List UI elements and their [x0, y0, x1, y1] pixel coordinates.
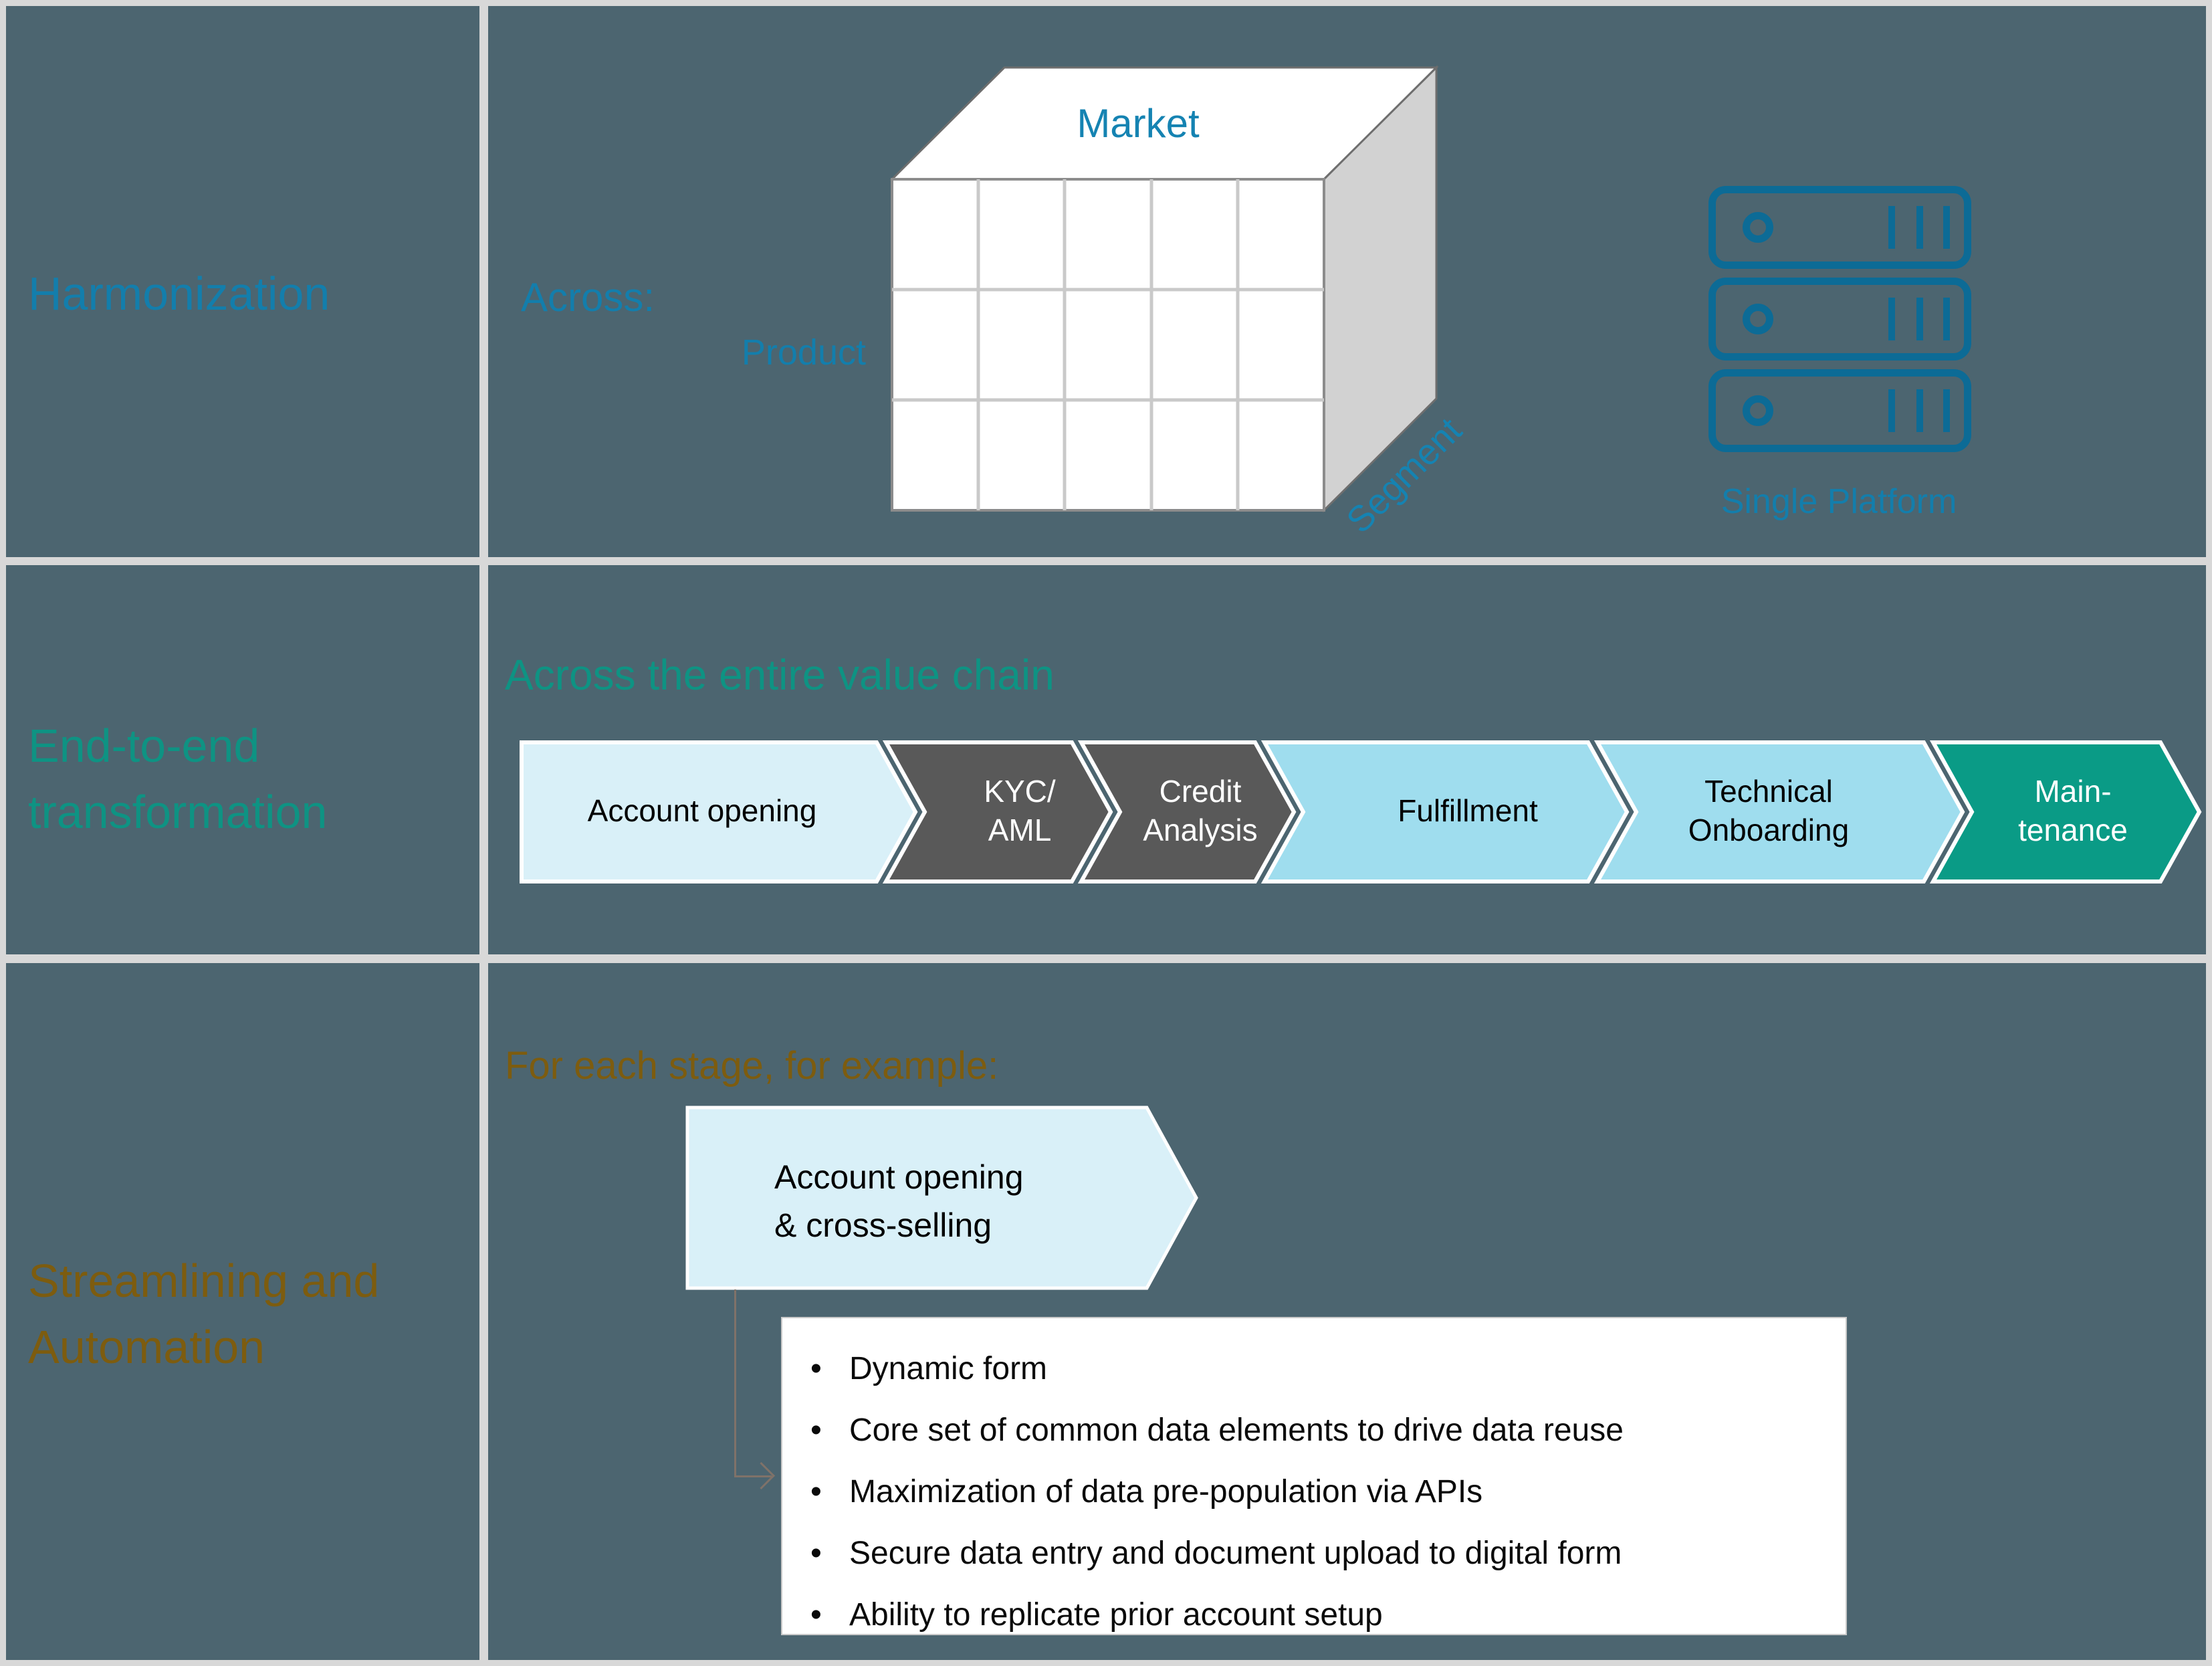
stage-label-technical-onboarding: Technical Onboarding — [1601, 742, 1936, 879]
stage-label-line: Account opening — [587, 793, 817, 828]
server-vent-line-icon — [1943, 298, 1950, 340]
value-chain-chevron-band — [520, 740, 2202, 883]
stage-label-credit-analysis: Credit Analysis — [1110, 742, 1291, 879]
example-stage-arrow-line: Account opening — [774, 1158, 1024, 1196]
stage-shape-fulfillment — [1260, 740, 1630, 883]
stage-label-line: tenance — [2018, 812, 2128, 847]
example-stage-arrow-line: & cross-selling — [774, 1207, 992, 1244]
table-border-right — [2206, 0, 2212, 1666]
server-vent-line-icon — [1916, 298, 1923, 340]
row-label-streamlining-automation: Streamlining and Automation — [28, 1255, 380, 1374]
table-border-bottom — [0, 1660, 2212, 1666]
stage-label-account-opening: Account opening — [522, 742, 883, 879]
list-item: Maximization of data pre-population via … — [782, 1473, 1846, 1511]
stage-label-line: KYC/ — [984, 773, 1056, 809]
value-chain-heading: Across the entire value chain — [505, 651, 1055, 699]
list-item: Ability to replicate prior account setup — [782, 1596, 1846, 1634]
server-unit-icon — [1708, 278, 1971, 360]
cube-axis-product-label: Product — [741, 332, 866, 373]
list-item-text: Dynamic form — [849, 1351, 1048, 1386]
stage-label-fulfillment: Fulfillment — [1304, 742, 1632, 879]
cube-axis-market-label: Market — [1077, 101, 1200, 146]
server-unit-icon — [1708, 369, 1971, 452]
cube-front-grid — [892, 179, 1324, 510]
example-details-box: Dynamic form Core set of common data ele… — [781, 1317, 1847, 1635]
elbow-connector-horizontal — [734, 1475, 772, 1477]
stage-shape-kyc-aml — [882, 740, 1113, 883]
elbow-connector-vertical — [734, 1289, 736, 1477]
market-product-segment-cube — [889, 65, 1439, 513]
server-led-circle-icon — [1743, 395, 1773, 426]
example-stage-arrow-label: Account opening & cross-selling — [774, 1153, 1024, 1249]
server-unit-icon — [1708, 186, 1971, 269]
server-led-circle-icon — [1743, 212, 1773, 243]
column-divider — [479, 0, 488, 1666]
for-each-stage-heading: For each stage, for example: — [505, 1044, 999, 1087]
server-led-circle-icon — [1743, 304, 1773, 334]
row-divider-2 — [0, 954, 2212, 963]
example-stage-arrow-shape — [685, 1106, 1198, 1290]
server-vent-line-icon — [1888, 298, 1895, 340]
table-border-left — [0, 0, 6, 1666]
stage-label-line: AML — [988, 812, 1052, 847]
list-item-text: Ability to replicate prior account setup — [849, 1597, 1383, 1633]
list-item-text: Core set of common data elements to driv… — [849, 1413, 1624, 1448]
server-vent-line-icon — [1888, 389, 1895, 432]
stage-shape-credit-analysis — [1077, 740, 1297, 883]
list-item: Core set of common data elements to driv… — [782, 1412, 1846, 1449]
stage-label-line: Analysis — [1143, 812, 1258, 847]
list-item: Dynamic form — [782, 1350, 1846, 1388]
server-vent-line-icon — [1943, 389, 1950, 432]
row-label-end-to-end-transformation: End-to-end transformation — [28, 720, 328, 839]
single-platform-label: Single Platform — [1721, 482, 1957, 521]
stage-shape-account-opening — [520, 740, 918, 883]
stage-label-line: Technical — [1704, 773, 1833, 809]
stage-label-maintenance: Main- tenance — [1956, 742, 2190, 879]
server-vent-line-icon — [1943, 206, 1950, 249]
row-divider-1 — [0, 557, 2212, 565]
connector-arrowhead-icon — [747, 1461, 776, 1490]
server-vent-line-icon — [1916, 389, 1923, 432]
stage-shape-technical-onboarding — [1593, 740, 1965, 883]
server-vent-line-icon — [1888, 206, 1895, 249]
stage-label-line: Credit — [1159, 773, 1242, 809]
stage-label-line: Main- — [2034, 773, 2112, 809]
list-item-text: Maximization of data pre-population via … — [849, 1474, 1483, 1509]
list-item: Secure data entry and document upload to… — [782, 1535, 1846, 1572]
stage-label-kyc-aml: KYC/ AML — [926, 742, 1113, 879]
cube-front-face — [891, 178, 1325, 512]
stage-label-line: Fulfillment — [1398, 793, 1538, 828]
stage-label-line: Onboarding — [1688, 812, 1850, 847]
across-label: Across: — [521, 275, 655, 320]
stage-shape-maintenance — [1929, 740, 2202, 883]
list-item-text: Secure data entry and document upload to… — [849, 1536, 1622, 1571]
server-vent-line-icon — [1916, 206, 1923, 249]
row-label-harmonization: Harmonization — [28, 268, 330, 320]
table-border-top — [0, 0, 2212, 6]
